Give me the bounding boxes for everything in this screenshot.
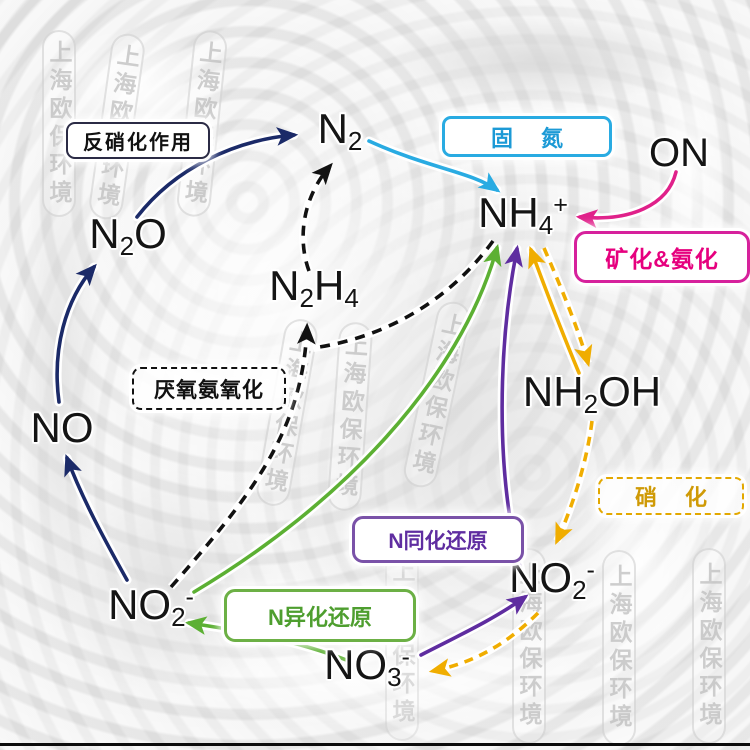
arrow-n2o-to-n2: [135, 127, 299, 219]
label-nitrification: 硝 化: [598, 477, 744, 515]
watermark-pill: 上海欧保环境: [512, 548, 546, 744]
watermark-pill: 上海欧保环境: [602, 550, 636, 746]
arrow-no2l-to-nh4: [192, 243, 502, 594]
node-no2-left: NO2-: [108, 580, 194, 633]
node-nh4: NH4+: [478, 188, 568, 241]
label-anammox: 厌氧氨氧化: [132, 367, 286, 410]
node-no: NO: [30, 404, 94, 451]
arrow-no2l-to-no: [64, 453, 129, 582]
node-n2: N2: [317, 104, 363, 157]
arrow-nh2oh-to-nh4: [528, 245, 581, 375]
node-n2h4: N2H4: [269, 261, 359, 314]
arrow-nh2oh-to-no2r: [555, 420, 594, 545]
node-n2o: N2O: [89, 209, 167, 262]
arrow-no3-to-no2r: [419, 594, 529, 657]
node-nh2oh: NH2OH: [522, 367, 662, 420]
arrow-no-to-n2o: [55, 263, 97, 404]
watermark-pill: 上海欧保环境: [692, 548, 726, 744]
bottom-border-line: [0, 743, 750, 746]
arrow-n2-to-nh4: [367, 139, 501, 193]
label-mineralization-ammonification: 矿化&氨化: [574, 231, 750, 283]
watermark-pill: 上海欧保环境: [385, 545, 419, 741]
label-nitrogen-fixation: 固 氮: [442, 116, 612, 157]
arrow-on-to-nh4: [575, 170, 678, 229]
node-no3: NO3-: [324, 640, 410, 693]
arrow-n2h4-to-n2: [301, 162, 333, 272]
node-on: ON: [649, 131, 709, 175]
arrow-no2l-to-n2h4: [169, 322, 316, 589]
label-n-assimilatory-reduction: N同化还原: [352, 516, 524, 563]
label-denitrification: 反硝化作用: [66, 122, 210, 159]
arrow-nh4-to-n2h4: [312, 239, 495, 350]
label-n-dissimilatory-reduction: N异化还原: [224, 589, 416, 642]
node-no2-right: NO2-: [509, 553, 595, 606]
